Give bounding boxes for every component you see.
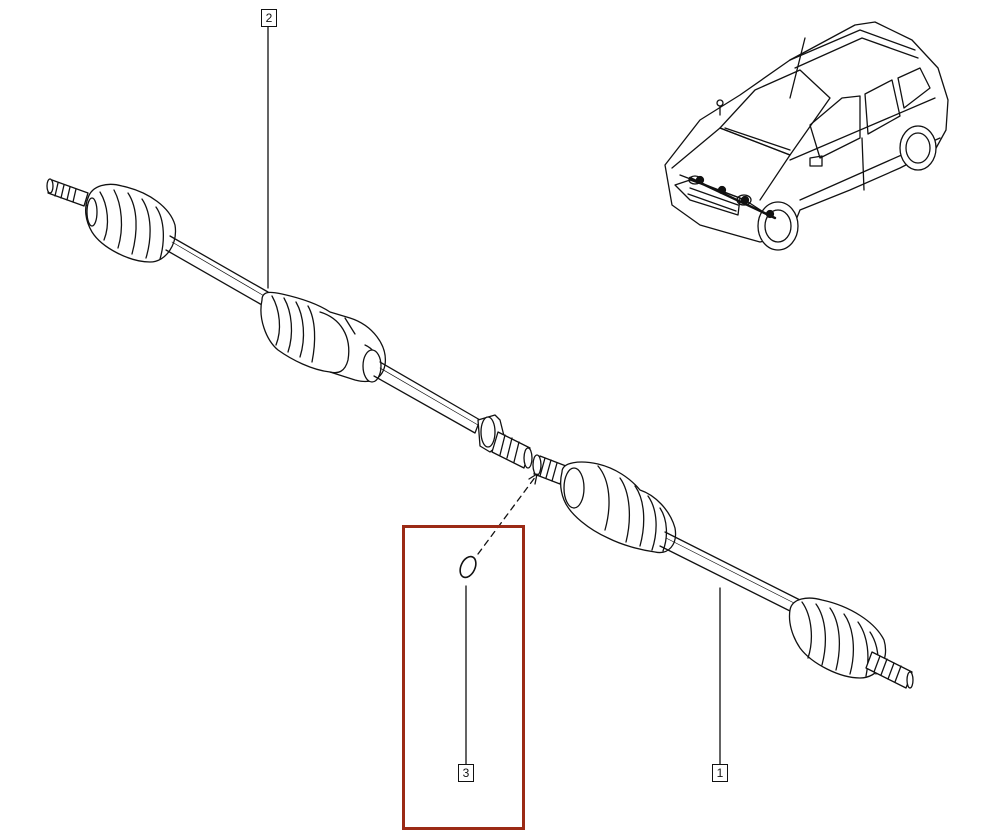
left-driveshaft: [46, 178, 533, 469]
right-inner-spline-stub: [532, 454, 567, 485]
left-shaft-bar: [165, 235, 269, 306]
assembly-dashed-line: [477, 475, 537, 555]
callout-label-2: 2: [261, 9, 277, 27]
vehicle-locator-illustration: [664, 21, 949, 251]
right-driveshaft: [532, 454, 914, 689]
callout-label-3: 3: [458, 764, 474, 782]
o-ring-seal: [459, 473, 538, 579]
highlight-frame: [402, 525, 525, 830]
left-outer-cv-boot: [85, 183, 177, 263]
callout-label-1: 1: [712, 764, 728, 782]
right-shaft-bar: [659, 531, 801, 614]
left-inner-joint: [260, 291, 386, 383]
left-outer-spline-stub: [46, 178, 89, 207]
left-inner-stub: [373, 361, 533, 469]
right-outer-spline-stub: [865, 651, 914, 689]
right-inner-joint: [560, 461, 677, 554]
